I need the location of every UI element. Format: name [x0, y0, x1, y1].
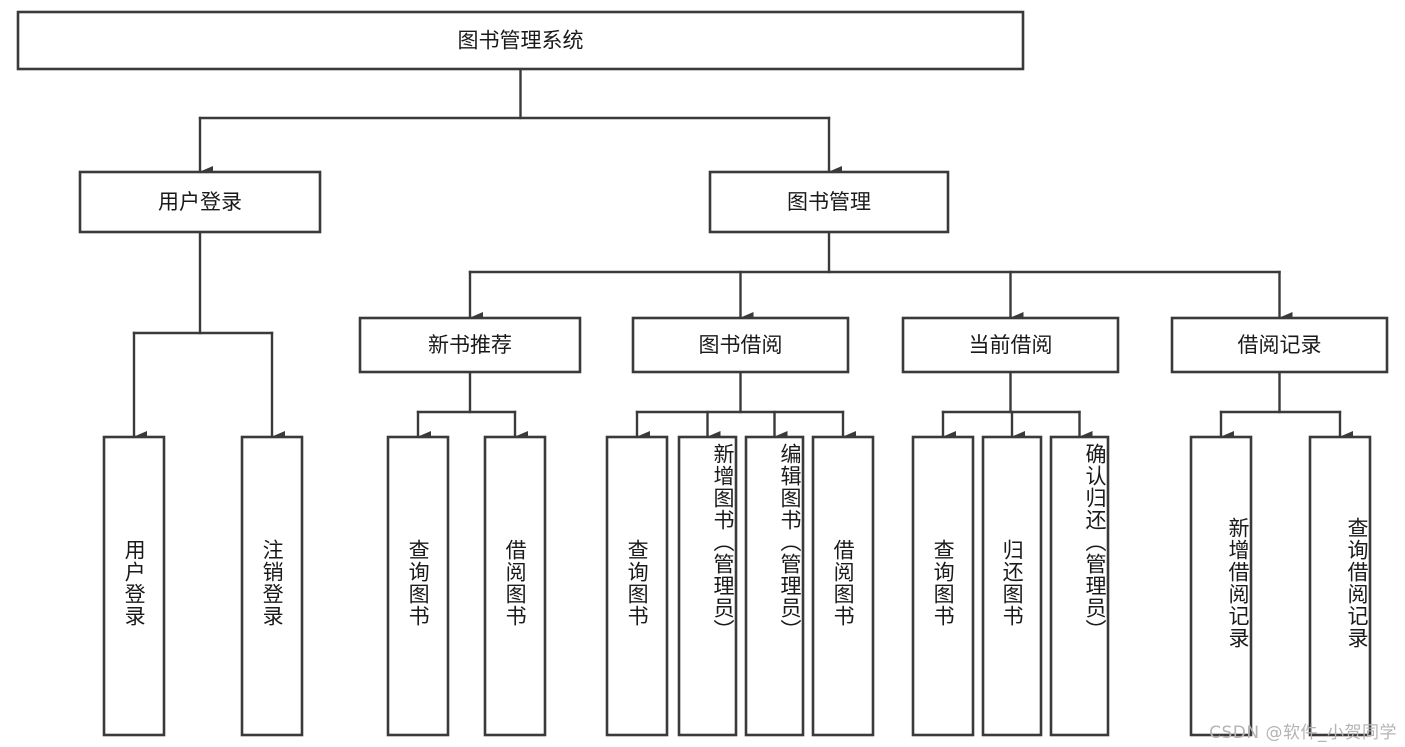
node-user-login-do[interactable]: [102, 435, 166, 737]
node-label-book-borrow: 图书借阅: [699, 333, 783, 357]
node-query-borrow-record[interactable]: [1308, 435, 1372, 737]
node-book-borrow[interactable]: 图书借阅: [631, 316, 850, 374]
node-query-book-1[interactable]: [386, 435, 450, 737]
node-label-user-login: 用户登录: [158, 190, 242, 214]
node-current-borrow[interactable]: 当前借阅: [901, 316, 1120, 374]
node-label-current-borrow: 当前借阅: [969, 333, 1053, 357]
node-box-new-book-recommend: [358, 316, 582, 374]
node-label-undefined: 图书管理系统: [458, 29, 584, 53]
node-box-query-borrow-record: [1308, 435, 1372, 737]
node-box-query-book-3: [911, 435, 975, 737]
node-box-current-borrow: [901, 316, 1120, 374]
node-box-query-book-2: [605, 435, 669, 737]
node-borrow-book-1[interactable]: [483, 435, 547, 737]
node-borrow-book-2[interactable]: [811, 435, 875, 737]
node-new-book-recommend[interactable]: 新书推荐: [358, 316, 582, 374]
node-box-user-logout: [240, 435, 304, 737]
node-borrow-record[interactable]: 借阅记录: [1170, 316, 1389, 374]
node-box-borrow-book-1: [483, 435, 547, 737]
watermark: CSDN @软件_小贺同学: [1209, 723, 1397, 743]
node-add-book-admin[interactable]: [677, 435, 738, 737]
node-edit-book-admin[interactable]: [744, 435, 805, 737]
connector-layer: [132, 67, 1353, 443]
node-box-edit-book-admin: [744, 435, 805, 737]
node-box-return-book: [981, 435, 1043, 737]
node-box-book-manage: [708, 170, 950, 234]
node-box-book-borrow: [631, 316, 850, 374]
node-undefined[interactable]: 图书管理系统: [16, 10, 1025, 71]
node-label-book-manage: 图书管理: [787, 190, 871, 214]
node-user-logout[interactable]: [240, 435, 304, 737]
node-box-add-book-admin: [677, 435, 738, 737]
node-label-borrow-record: 借阅记录: [1238, 333, 1322, 357]
node-user-login[interactable]: 用户登录: [78, 170, 322, 234]
node-query-book-2[interactable]: [605, 435, 669, 737]
node-box-user-login: [78, 170, 322, 234]
node-query-book-3[interactable]: [911, 435, 975, 737]
node-book-manage[interactable]: 图书管理: [708, 170, 950, 234]
node-box-add-borrow-record: [1189, 435, 1253, 737]
node-box-query-book-1: [386, 435, 450, 737]
node-box-borrow-book-2: [811, 435, 875, 737]
node-label-new-book-recommend: 新书推荐: [428, 333, 512, 357]
node-box-user-login-do: [102, 435, 166, 737]
node-confirm-return-admin[interactable]: [1049, 435, 1110, 737]
node-box-borrow-record: [1170, 316, 1389, 374]
node-box-undefined: [16, 10, 1025, 71]
node-return-book[interactable]: [981, 435, 1043, 737]
node-box-confirm-return-admin: [1049, 435, 1110, 737]
node-add-borrow-record[interactable]: [1189, 435, 1253, 737]
